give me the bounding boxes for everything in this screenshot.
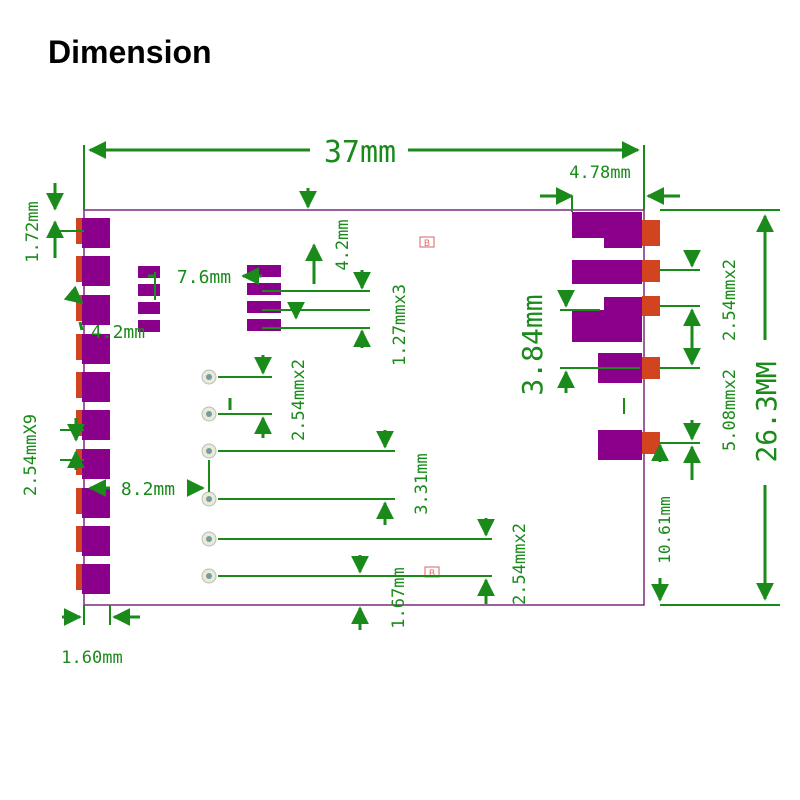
- pad: [138, 302, 160, 314]
- pad: [76, 295, 82, 321]
- label-left-pitch: 2.54mmX9: [21, 414, 41, 496]
- via: [206, 536, 212, 542]
- via: [206, 573, 212, 579]
- pad: [572, 260, 642, 284]
- pad: [82, 526, 110, 556]
- pad: [82, 334, 110, 364]
- label-inner-c: 4.2mm: [333, 219, 353, 270]
- board-outline: [83, 209, 645, 606]
- label-right-pitch-a: 2.54mmx2: [720, 259, 740, 341]
- pad: [76, 564, 82, 590]
- pad: [642, 296, 660, 316]
- label-inner-a: 7.6mm: [177, 267, 231, 288]
- label-width: 37mm: [324, 135, 396, 170]
- pad: [138, 320, 160, 332]
- label-left-edge: 1.60mm: [61, 648, 122, 668]
- pad: [247, 301, 281, 313]
- pad: [247, 283, 281, 295]
- pad: [82, 218, 110, 248]
- label-right-edge: 4.78mm: [569, 163, 630, 183]
- pad: [76, 410, 82, 436]
- pad: [642, 260, 660, 282]
- right-pad-group: [572, 212, 660, 460]
- label-top-left: 1.72mm: [23, 201, 43, 262]
- pad: [82, 449, 110, 479]
- label-pitch-c: 2.54mmx2: [510, 523, 530, 605]
- pad: [572, 310, 642, 342]
- pad: [642, 357, 660, 379]
- pad: [642, 220, 660, 246]
- pad: [76, 488, 82, 514]
- via: [206, 448, 212, 454]
- pad: [76, 526, 82, 552]
- marker-box: [419, 236, 435, 248]
- label-pitch-b: 2.54mmx2: [289, 359, 309, 441]
- via: [206, 411, 212, 417]
- dimension-line: [63, 285, 84, 305]
- pad: [76, 334, 82, 360]
- dimension-line: [78, 321, 84, 331]
- label-height: 26.3MM: [750, 361, 783, 462]
- pad: [82, 564, 110, 594]
- pad: [604, 297, 642, 311]
- via: [206, 374, 212, 380]
- pad: [82, 295, 110, 325]
- pad: [76, 256, 82, 282]
- left-pad-row: [76, 218, 110, 594]
- label-right-a: 3.84mm: [516, 294, 549, 395]
- label-offset-a: 8.2mm: [121, 479, 175, 500]
- label-offset-c: 1.67mm: [389, 567, 409, 628]
- pad: [82, 488, 110, 518]
- pad: [642, 432, 660, 454]
- pad: [82, 372, 110, 402]
- label-inner-b: 4.2mm: [91, 322, 145, 343]
- via: [206, 496, 212, 502]
- pad: [82, 256, 110, 286]
- via-column: [201, 369, 217, 584]
- pad: [138, 284, 160, 296]
- label-right-pitch-b: 5.08mmx2: [720, 369, 740, 451]
- pad: [598, 430, 642, 460]
- pad: [82, 410, 110, 440]
- marker-label: B: [424, 238, 430, 248]
- pad: [604, 226, 642, 248]
- label-right-b: 10.61mm: [655, 496, 674, 563]
- pad: [247, 319, 281, 331]
- pad: [76, 372, 82, 398]
- label-pitch-a: 1.27mmx3: [390, 284, 410, 366]
- label-offset-b: 3.31mm: [412, 453, 432, 514]
- marker-label: B: [429, 568, 435, 578]
- page-title: Dimension: [48, 34, 212, 70]
